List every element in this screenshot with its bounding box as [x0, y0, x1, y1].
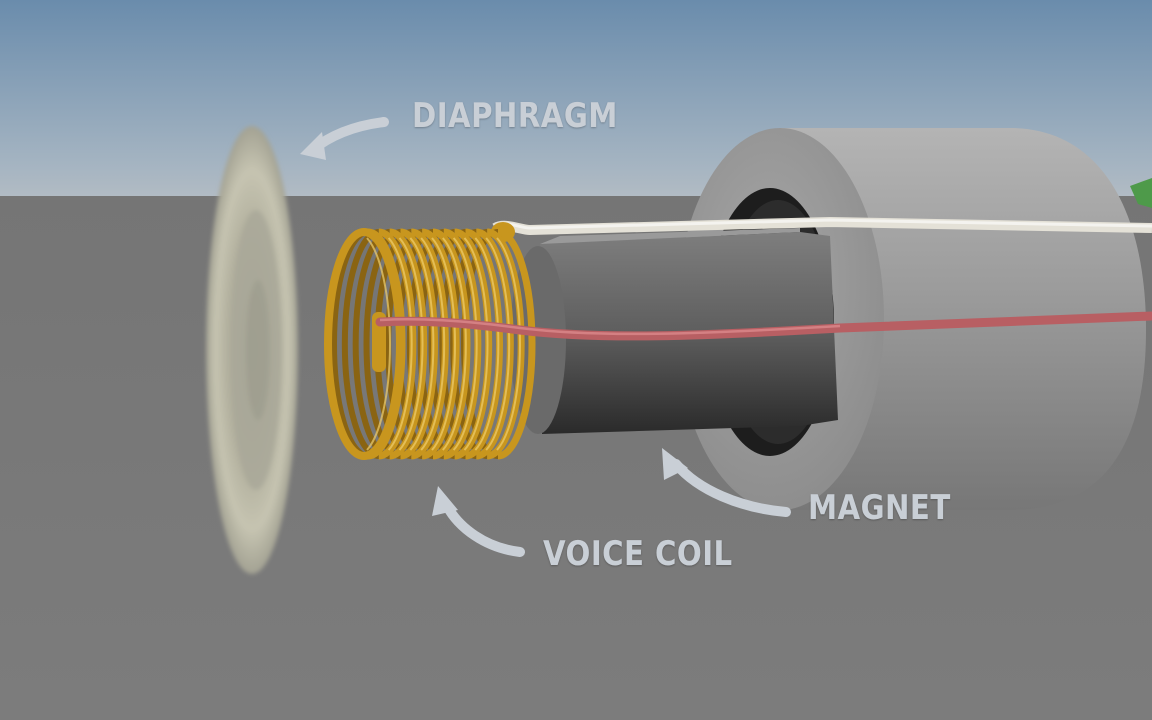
diaphragm	[206, 126, 298, 574]
coil-turn-highlight	[431, 237, 457, 451]
coil-turn-highlight	[420, 237, 446, 451]
coil-turn-back	[331, 229, 369, 459]
diaphragm-arrow-icon	[300, 117, 389, 160]
coil-turn-front	[497, 228, 536, 460]
coil-turn-highlight	[485, 237, 511, 451]
voice-coil-arrow-icon	[432, 486, 525, 557]
coil-lead	[372, 312, 386, 372]
coil-turn-highlight	[398, 237, 424, 451]
magnet-arrow-icon	[662, 448, 791, 517]
coil-turn-back	[341, 229, 380, 459]
coil-turn-highlight	[387, 237, 413, 451]
magnet-label: MAGNET	[808, 488, 951, 528]
coil-turn-highlight	[452, 237, 478, 451]
diaphragm-label: DIAPHRAGM	[412, 96, 618, 136]
coil-end-ring	[324, 228, 404, 460]
coil-turn-back	[352, 229, 390, 459]
coil-turn-highlight	[496, 237, 522, 451]
coil-turn-highlight	[474, 237, 500, 451]
red-wire	[375, 311, 1152, 341]
voice-coil	[324, 228, 536, 460]
coil-turn-highlight	[442, 237, 467, 451]
coil-turn-highlight	[366, 237, 392, 451]
voice-coil-label: VOICE COIL	[543, 534, 733, 574]
coil-turn-highlight	[463, 237, 489, 451]
coil-turn-highlight	[409, 237, 435, 451]
